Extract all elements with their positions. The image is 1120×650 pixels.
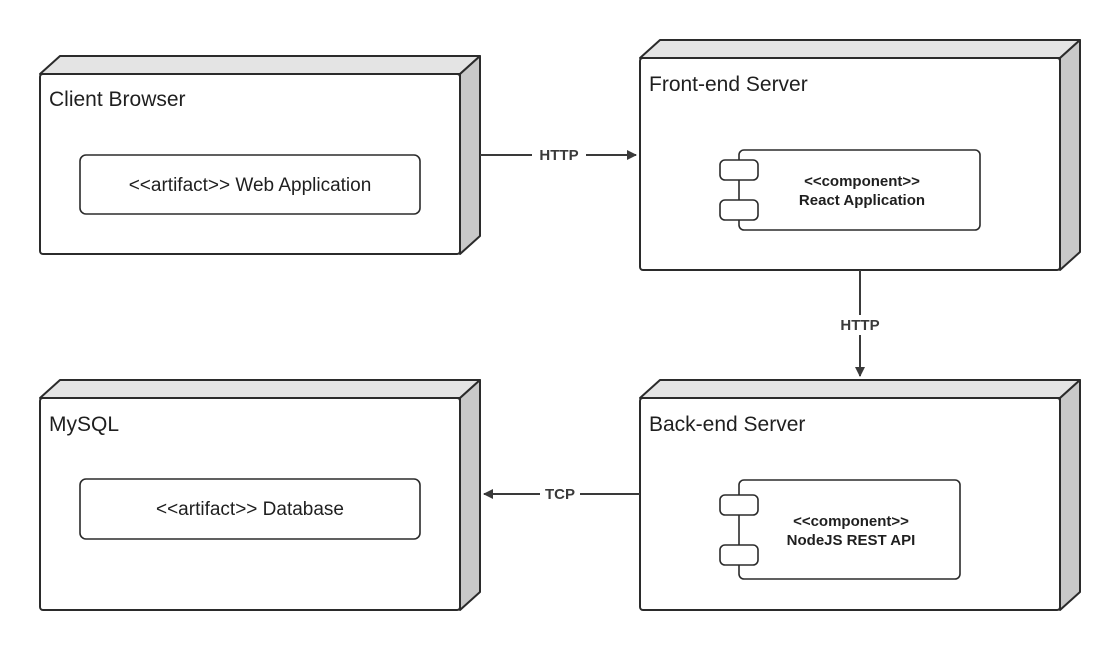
component-port-icon xyxy=(719,159,759,181)
node-title: MySQL xyxy=(49,413,119,436)
artifact-database[interactable]: <<artifact>> Database xyxy=(79,478,421,540)
node-mysql[interactable]: MySQL <<artifact>> Database xyxy=(39,379,481,611)
node-frontend-server[interactable]: Front-end Server <<component>> React App… xyxy=(639,39,1081,271)
node-frontend-server-side xyxy=(1059,39,1081,271)
node-backend-server-side xyxy=(1059,379,1081,611)
node-title: Client Browser xyxy=(49,88,186,111)
component-react-application[interactable]: <<component>> React Application xyxy=(719,149,981,231)
component-box xyxy=(738,479,961,580)
edge-frontend-to-backend[interactable]: HTTP xyxy=(832,270,888,377)
node-title: Back-end Server xyxy=(649,413,805,436)
component-stereotype: <<component>> xyxy=(793,513,909,530)
component-port-icon xyxy=(719,544,759,566)
node-client-browser-side xyxy=(459,55,481,255)
component-box xyxy=(738,149,981,231)
node-backend-server[interactable]: Back-end Server <<component>> NodeJS RES… xyxy=(639,379,1081,611)
node-client-browser[interactable]: Client Browser <<artifact>> Web Applicat… xyxy=(39,55,481,255)
edge-label: HTTP xyxy=(840,317,879,334)
component-stereotype: <<component>> xyxy=(804,173,920,190)
node-mysql-top xyxy=(39,379,481,399)
node-client-browser-top xyxy=(39,55,481,75)
edge-backend-to-mysql[interactable]: TCP xyxy=(483,484,640,504)
edge-label: HTTP xyxy=(539,147,578,164)
node-mysql-side xyxy=(459,379,481,611)
artifact-label: <<artifact>> Database xyxy=(156,499,344,520)
artifact-box xyxy=(79,154,421,215)
artifact-label: <<artifact>> Web Application xyxy=(129,175,372,196)
artifact-box xyxy=(79,478,421,540)
artifact-web-application[interactable]: <<artifact>> Web Application xyxy=(79,154,421,215)
node-title: Front-end Server xyxy=(649,73,808,96)
node-backend-server-top xyxy=(639,379,1081,399)
node-frontend-server-top xyxy=(639,39,1081,59)
component-name: NodeJS REST API xyxy=(787,532,916,549)
component-name: React Application xyxy=(799,192,925,209)
component-port-icon xyxy=(719,199,759,221)
edge-label-background xyxy=(532,145,586,165)
edge-browser-to-frontend[interactable]: HTTP xyxy=(480,145,637,165)
edge-label-background xyxy=(832,315,888,335)
edge-label: TCP xyxy=(545,486,575,503)
component-nodejs-rest-api[interactable]: <<component>> NodeJS REST API xyxy=(719,479,961,580)
edge-label-background xyxy=(540,484,580,504)
component-port-icon xyxy=(719,494,759,516)
